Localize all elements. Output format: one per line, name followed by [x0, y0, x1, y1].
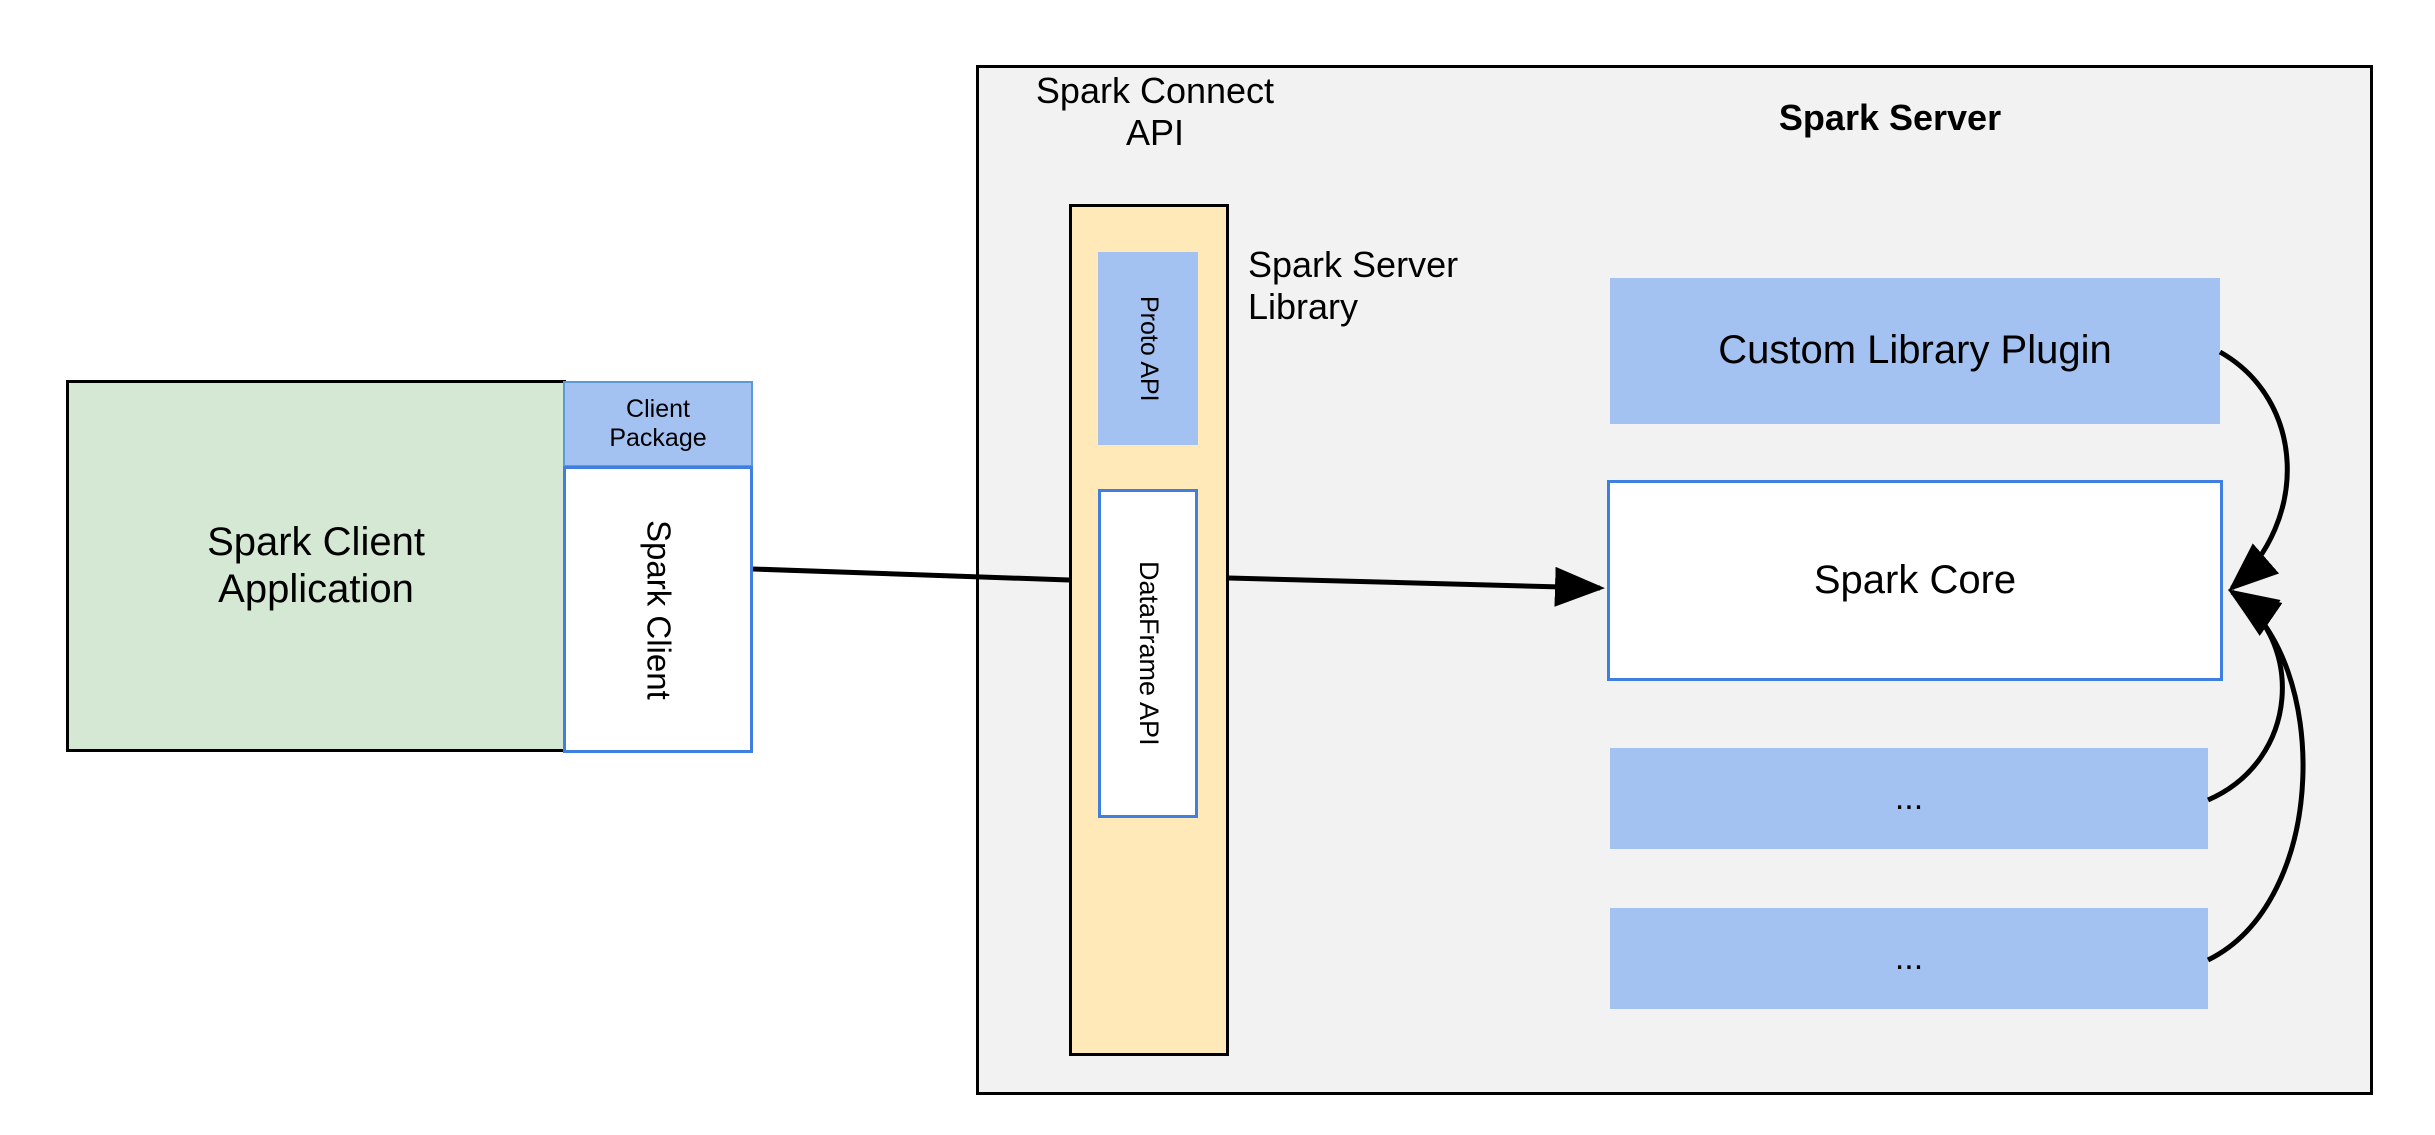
spark-connect-api-text: Spark Connect API	[1035, 70, 1275, 154]
dataframe-api-label: DataFrame API	[1133, 561, 1164, 746]
spark-connect-api-label: Spark Connect API	[1010, 70, 1300, 160]
placeholder-component-box-1[interactable]: ...	[1610, 748, 2208, 849]
spark-server-title-text: Spark Server	[1778, 96, 2002, 138]
spark-server-library-text: Spark Server Library	[1248, 244, 1459, 328]
placeholder-component-label-1: ...	[1894, 779, 1924, 818]
spark-client-application-label: Spark Client Application	[207, 519, 425, 611]
spark-client-label: Spark Client	[640, 519, 678, 700]
spark-core-label: Spark Core	[1813, 557, 2017, 602]
proto-api-box[interactable]: Proto API	[1098, 252, 1198, 445]
proto-api-label: Proto API	[1134, 295, 1163, 402]
spark-server-library-label: Spark Server Library	[1248, 244, 1548, 336]
client-package-label: Client Package	[609, 394, 707, 453]
dataframe-api-box[interactable]: DataFrame API	[1098, 489, 1198, 818]
placeholder-component-label-2: ...	[1894, 939, 1924, 978]
spark-core-box[interactable]: Spark Core	[1607, 480, 2223, 681]
spark-server-title: Spark Server	[1680, 94, 2100, 142]
custom-library-plugin-label: Custom Library Plugin	[1718, 328, 2112, 373]
spark-client-box[interactable]: Spark Client	[563, 466, 753, 753]
client-package-box[interactable]: Client Package	[563, 381, 753, 467]
custom-library-plugin-box[interactable]: Custom Library Plugin	[1610, 278, 2220, 424]
placeholder-component-box-2[interactable]: ...	[1610, 908, 2208, 1009]
spark-client-application-box[interactable]: Spark Client Application	[66, 380, 566, 752]
